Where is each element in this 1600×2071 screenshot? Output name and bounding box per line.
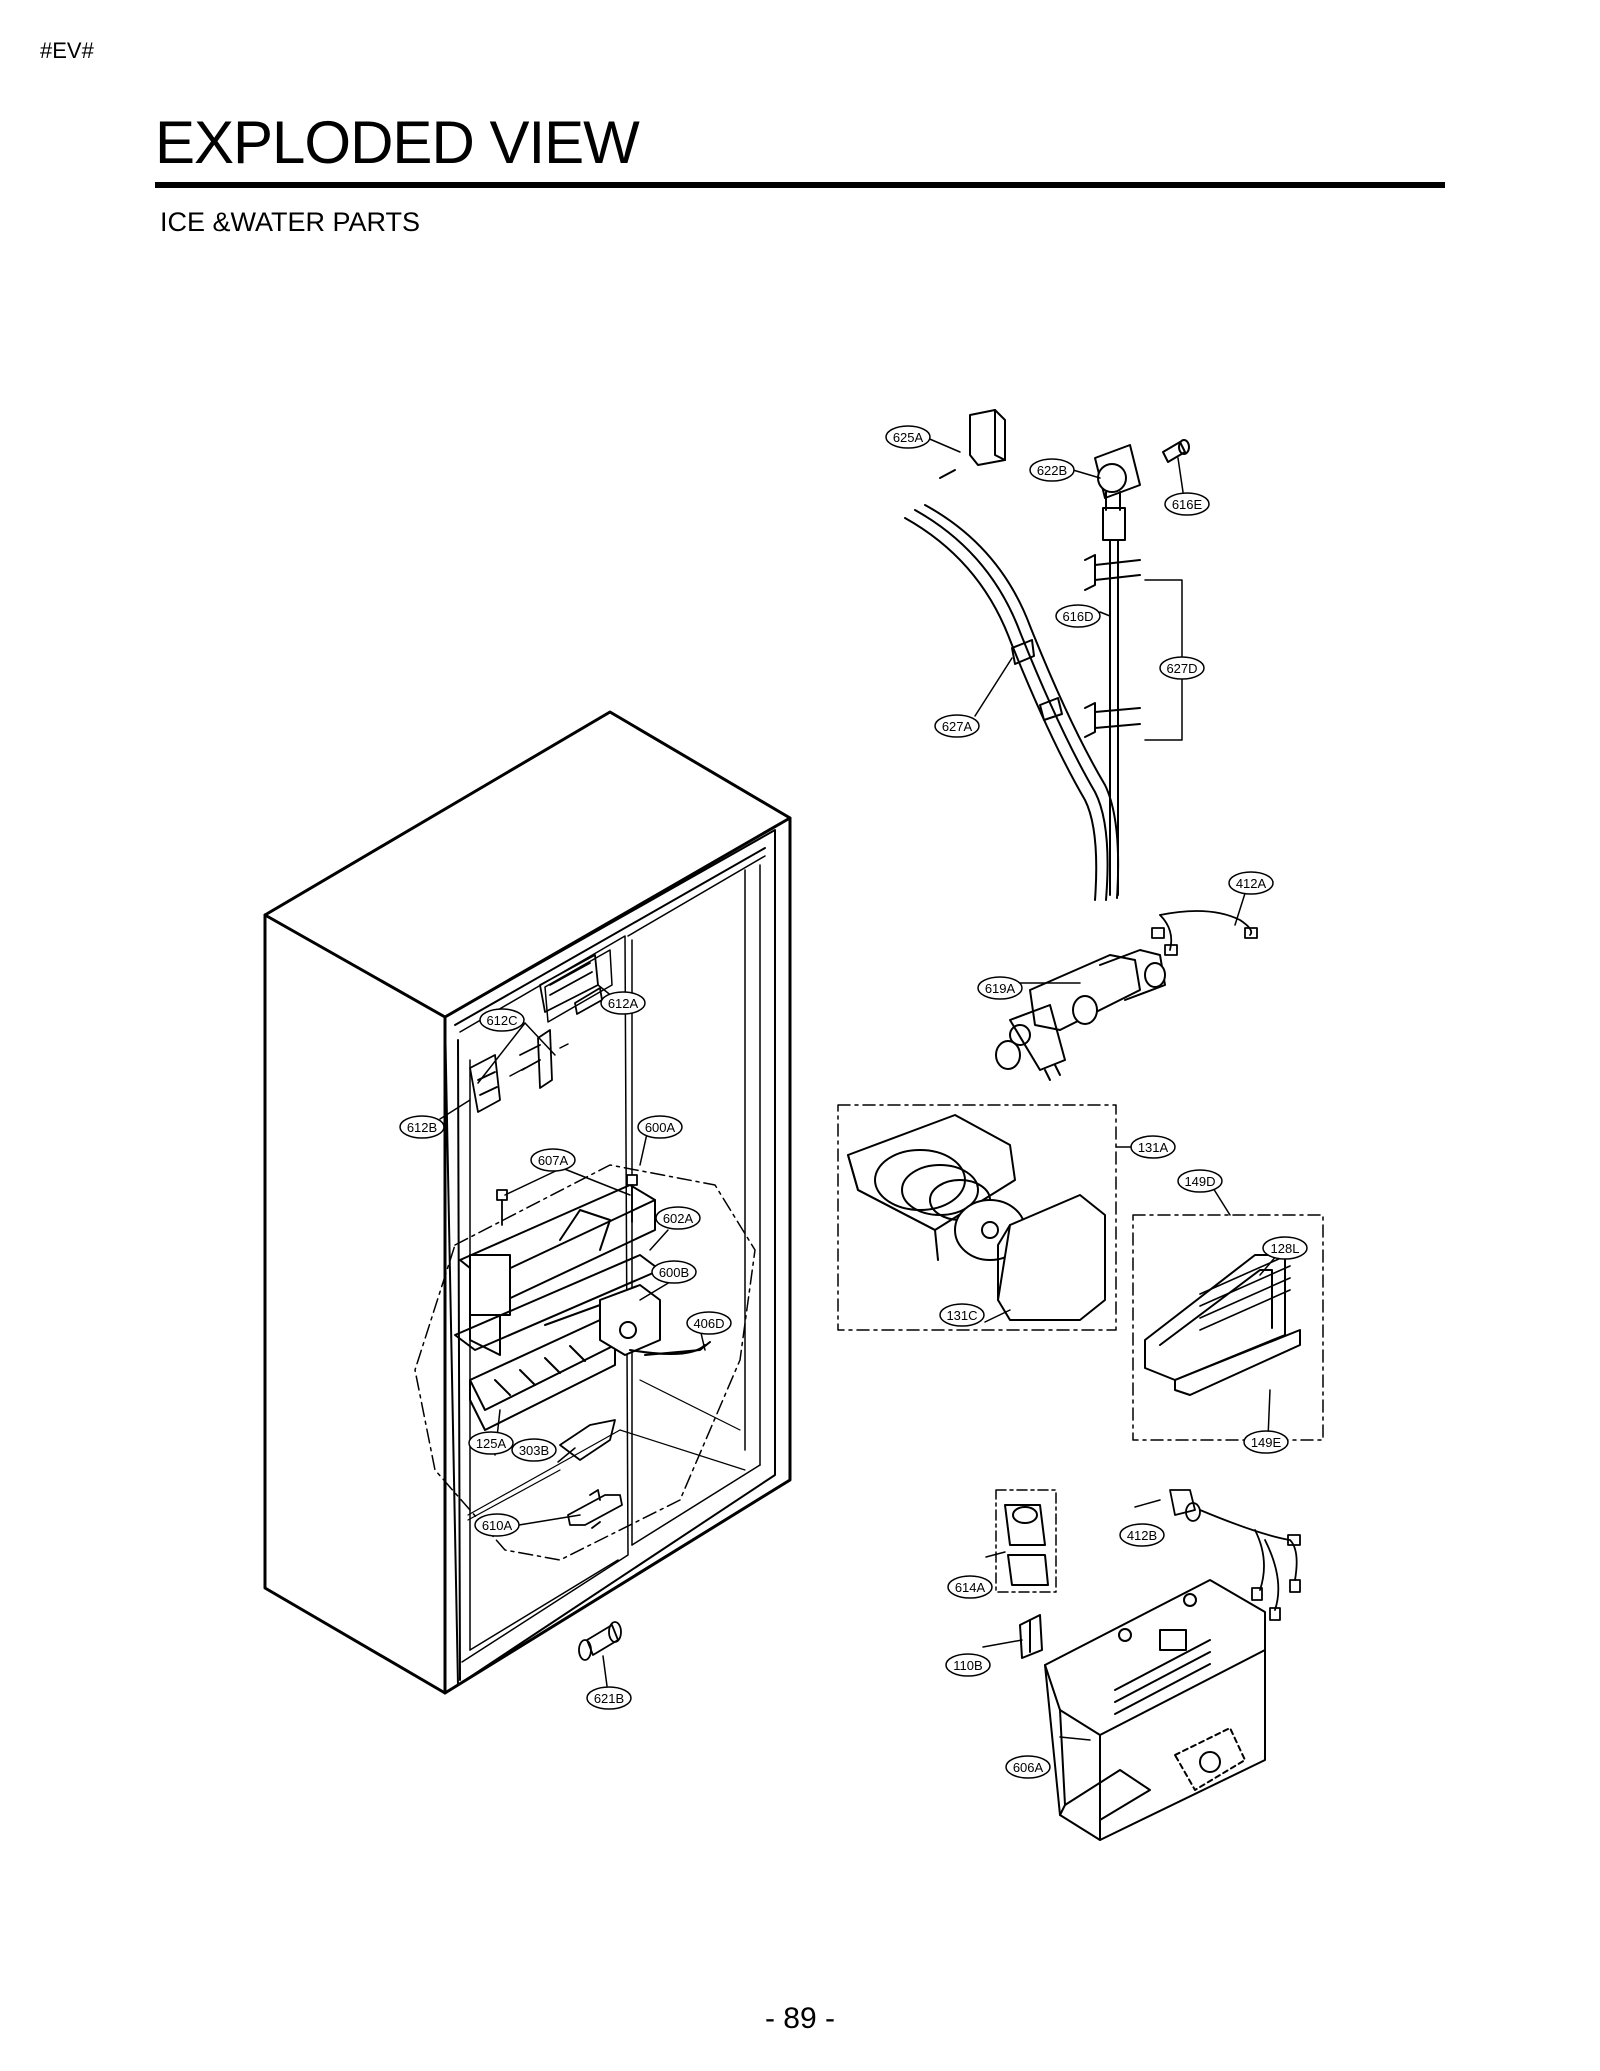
section-title: ICE &WATER PARTS <box>160 207 421 237</box>
bolts-607A <box>496 1174 638 1226</box>
part-label-622B: 622B <box>1029 458 1075 482</box>
icemaker-assembly <box>454 1184 711 1431</box>
label-text: 303B <box>519 1443 549 1458</box>
bracket-610A <box>567 1489 623 1529</box>
harness-412B <box>1169 1489 1301 1621</box>
part-label-149D: 149D <box>1177 1169 1223 1193</box>
label-text: 616D <box>1062 609 1093 624</box>
part-label-610A: 610A <box>474 1513 520 1537</box>
label-text: 612A <box>608 996 639 1011</box>
label-text: 110B <box>953 1658 982 1673</box>
label-text: 602A <box>663 1211 694 1226</box>
page-number: - 89 - <box>764 2002 836 2035</box>
part-label-412B: 412B <box>1119 1523 1165 1547</box>
label-text: 600A <box>645 1120 676 1135</box>
fitting-622B <box>1094 444 1141 511</box>
part-label-619A: 619A <box>977 976 1023 1000</box>
fitting-621B <box>578 1621 622 1661</box>
icemaker-boundary <box>414 1164 756 1561</box>
part-label-625A: 625A <box>885 425 931 449</box>
label-text: 607A <box>538 1153 569 1168</box>
part-label-600B: 600B <box>651 1260 697 1284</box>
label-text: 412B <box>1127 1528 1157 1543</box>
label-text: 627D <box>1166 661 1197 676</box>
title-rule <box>155 182 1445 188</box>
label-text: 616E <box>1172 497 1203 512</box>
part-label-128L: 128L <box>1262 1236 1308 1260</box>
part-label-614A: 614A <box>947 1575 993 1599</box>
label-text: 612C <box>486 1013 517 1028</box>
part-label-131A: 131A <box>1130 1135 1176 1159</box>
part-label-125A: 125A <box>468 1431 514 1455</box>
part-label-131C: 131C <box>939 1303 985 1327</box>
bracket-110B <box>1019 1614 1043 1659</box>
harness-412A <box>1151 910 1258 956</box>
part-label-616E: 616E <box>1164 492 1210 516</box>
tray-group-box <box>1132 1214 1324 1441</box>
part-label-612C: 612C <box>479 1008 525 1032</box>
part-label-606A: 606A <box>1005 1755 1051 1779</box>
header-tag: #EV# <box>40 38 94 63</box>
part-label-607A: 607A <box>530 1148 576 1172</box>
label-text: 619A <box>985 981 1016 996</box>
water-tubes-627A <box>904 504 1120 901</box>
part-label-616D: 616D <box>1055 604 1101 628</box>
bracket-612B <box>469 1054 501 1113</box>
clip-303B <box>559 1419 616 1461</box>
label-text: 128L <box>1271 1241 1300 1256</box>
part-label-149E: 149E <box>1243 1430 1289 1454</box>
part-label-602A: 602A <box>655 1206 701 1230</box>
pin-616E <box>1162 439 1190 463</box>
drip-tray-149E <box>1144 1254 1301 1396</box>
solenoid-group-box <box>995 1489 1057 1593</box>
part-label-621B: 621B <box>586 1686 632 1710</box>
label-text: 621B <box>594 1691 624 1706</box>
bracket-612A <box>539 954 603 1015</box>
label-text: 412A <box>1236 876 1267 891</box>
part-label-600A: 600A <box>637 1115 683 1139</box>
label-text: 610A <box>482 1518 513 1533</box>
label-text: 612B <box>407 1120 437 1135</box>
part-label-303B: 303B <box>511 1438 557 1462</box>
label-text: 131C <box>946 1308 977 1323</box>
auger-motor-131C <box>997 1194 1106 1321</box>
part-label-612A: 612A <box>600 991 646 1015</box>
bin-group-box <box>837 1104 1117 1331</box>
label-text: 606A <box>1013 1760 1044 1775</box>
tube-616D <box>1084 507 1141 896</box>
page-title: EXPLODED VIEW <box>155 109 640 176</box>
part-label-412A: 412A <box>1228 871 1274 895</box>
label-text: 622B <box>1037 463 1067 478</box>
label-text: 614A <box>955 1580 986 1595</box>
part-label-627A: 627A <box>934 714 980 738</box>
refrigerator-cabinet <box>263 710 792 1695</box>
label-text: 131A <box>1138 1140 1169 1155</box>
grille-128L <box>1199 1253 1291 1331</box>
label-text: 149D <box>1184 1174 1215 1189</box>
label-text: 125A <box>476 1436 507 1451</box>
part-label-627D: 627D <box>1159 656 1205 680</box>
label-text: 406D <box>693 1316 724 1331</box>
part-label-406D: 406D <box>686 1311 732 1335</box>
water-valve-619A <box>995 949 1166 1081</box>
box-625A <box>939 409 1006 479</box>
bracket-612C <box>519 1029 553 1089</box>
dispenser-housing-606A <box>1044 1579 1266 1841</box>
part-label-110B: 110B <box>945 1653 991 1677</box>
label-text: 627A <box>942 719 973 734</box>
label-text: 149E <box>1251 1435 1282 1450</box>
ice-bin-131A <box>847 1114 1026 1261</box>
part-label-612B: 612B <box>399 1115 445 1139</box>
label-text: 625A <box>893 430 924 445</box>
solenoid-614A <box>1004 1504 1049 1586</box>
label-text: 600B <box>659 1265 689 1280</box>
